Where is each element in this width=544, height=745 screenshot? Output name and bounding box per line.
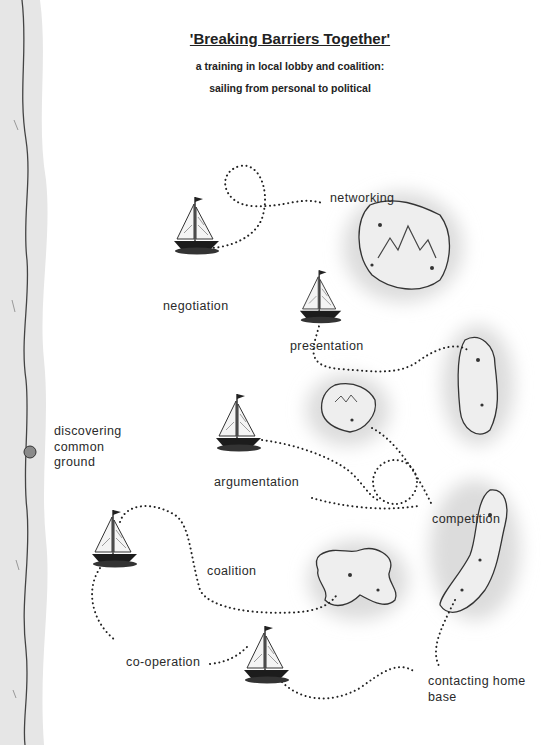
island-halos [306,374,390,446]
island-ridge [335,395,357,402]
sailboat [92,510,137,568]
island-dots [430,266,434,270]
coast-ground [0,0,48,745]
route-label: contacting home base [428,674,528,705]
route [210,646,248,664]
island [458,338,497,434]
route [92,568,115,640]
island [322,384,376,432]
route [312,498,418,508]
route-label: co-operation [126,655,200,671]
route [282,667,415,698]
island-halos [308,540,408,620]
island-halos [343,192,463,302]
coastline [22,0,28,745]
coast-shore-marks [12,120,19,698]
island-dots [378,223,382,227]
island-dots [476,358,480,362]
route-label: competition [432,512,500,528]
island-dots [480,403,483,406]
island [359,201,449,289]
route-label: networking [330,191,394,207]
island-dots [370,263,373,266]
common-ground-dot [24,446,36,458]
island-dots [460,588,463,591]
island-halos [442,325,514,445]
route-label: negotiation [163,299,229,315]
island-mountains [378,226,436,258]
island [316,549,396,606]
island-dots [376,588,379,591]
route-label: presentation [290,339,364,355]
island [440,490,507,612]
route [120,506,336,613]
island-dots [348,573,352,577]
island-dots [348,223,492,592]
sailboat [216,394,261,452]
sailboat [244,626,289,684]
sailboats [92,197,341,684]
subtitle: sailing from personal to political [90,82,490,95]
route-label: argumentation [214,475,299,491]
route [262,440,378,500]
route-label: coalition [207,564,256,580]
island-halos [430,480,520,620]
dotted-routes [92,166,470,699]
diagram-title: 'Breaking Barriers Together' [90,30,490,49]
route [372,428,432,505]
route [200,166,322,249]
route-label: discovering common ground [54,424,138,471]
route [436,600,455,668]
sailboat [300,270,341,323]
island-dots [350,418,353,421]
sailboat [174,197,219,255]
islands [316,201,507,612]
subtitle: a training in local lobby and coalition: [90,60,490,73]
island-dots [478,558,481,561]
island-halos [306,192,520,620]
